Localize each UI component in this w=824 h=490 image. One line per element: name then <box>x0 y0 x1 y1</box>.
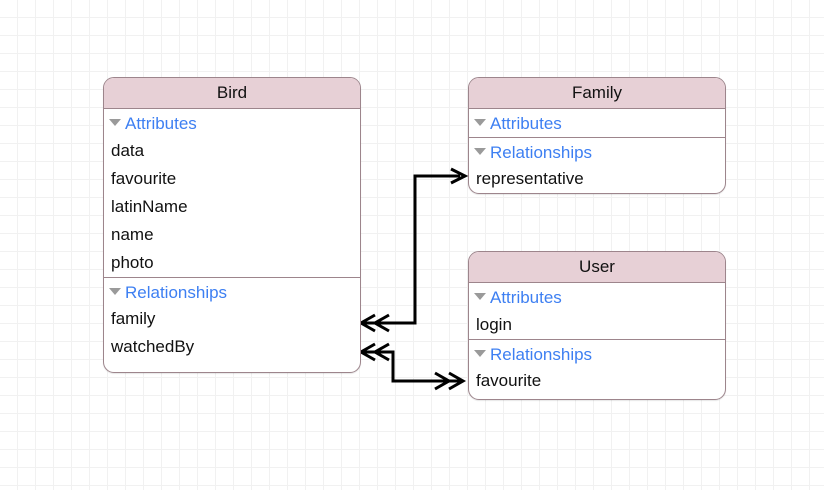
relationship-row[interactable]: representative <box>476 169 584 188</box>
section-label: Attributes <box>490 287 562 307</box>
section-header-relationships[interactable]: Relationships <box>469 339 725 367</box>
section-label: Relationships <box>490 142 593 162</box>
section-label: Attributes <box>125 113 197 133</box>
entity-title[interactable]: Family <box>469 78 725 109</box>
section-header-attributes[interactable]: Attributes <box>104 109 360 137</box>
section-label: Relationships <box>125 282 228 302</box>
entity-bird[interactable]: Bird Attributes data favourite latinName… <box>103 77 361 373</box>
entity-body: Attributes Relationships representative <box>469 109 725 193</box>
section-header-relationships[interactable]: Relationships <box>104 277 360 305</box>
connector-watchedBy-to-favourite[interactable] <box>357 342 467 391</box>
entity-title[interactable]: User <box>469 252 725 283</box>
section-header-relationships[interactable]: Relationships <box>469 137 725 165</box>
arrowhead-to-many <box>434 371 467 391</box>
relationship-row[interactable]: watchedBy <box>111 337 195 356</box>
arrowhead-to-one <box>450 167 469 185</box>
triangle-down-icon[interactable] <box>474 119 486 127</box>
attribute-row[interactable]: login <box>476 315 512 334</box>
entity-body: Attributes data favourite latinName name… <box>104 109 360 361</box>
arrowhead-to-many <box>357 342 390 362</box>
section-header-attributes[interactable]: Attributes <box>469 283 725 311</box>
relationship-row[interactable]: family <box>111 309 156 328</box>
attribute-row[interactable]: data <box>111 141 145 160</box>
entity-user[interactable]: User Attributes login Relationships favo… <box>468 251 726 400</box>
attribute-row[interactable]: latinName <box>111 197 188 216</box>
attribute-row[interactable]: name <box>111 225 154 244</box>
attribute-row[interactable]: favourite <box>111 169 177 188</box>
triangle-down-icon[interactable] <box>474 350 486 358</box>
triangle-down-icon[interactable] <box>109 119 121 127</box>
section-label: Attributes <box>490 113 562 133</box>
triangle-down-icon[interactable] <box>474 293 486 301</box>
entity-body: Attributes login Relationships favourite <box>469 283 725 395</box>
connector-family-to-representative[interactable] <box>357 167 469 333</box>
section-header-attributes[interactable]: Attributes <box>469 109 725 137</box>
attribute-row[interactable]: photo <box>111 253 154 272</box>
section-label: Relationships <box>490 344 593 364</box>
arrowhead-to-many <box>357 313 390 333</box>
relationship-row[interactable]: favourite <box>476 371 542 390</box>
triangle-down-icon[interactable] <box>474 148 486 156</box>
entity-family[interactable]: Family Attributes Relationships represen… <box>468 77 726 194</box>
triangle-down-icon[interactable] <box>109 288 121 296</box>
entity-title[interactable]: Bird <box>104 78 360 109</box>
